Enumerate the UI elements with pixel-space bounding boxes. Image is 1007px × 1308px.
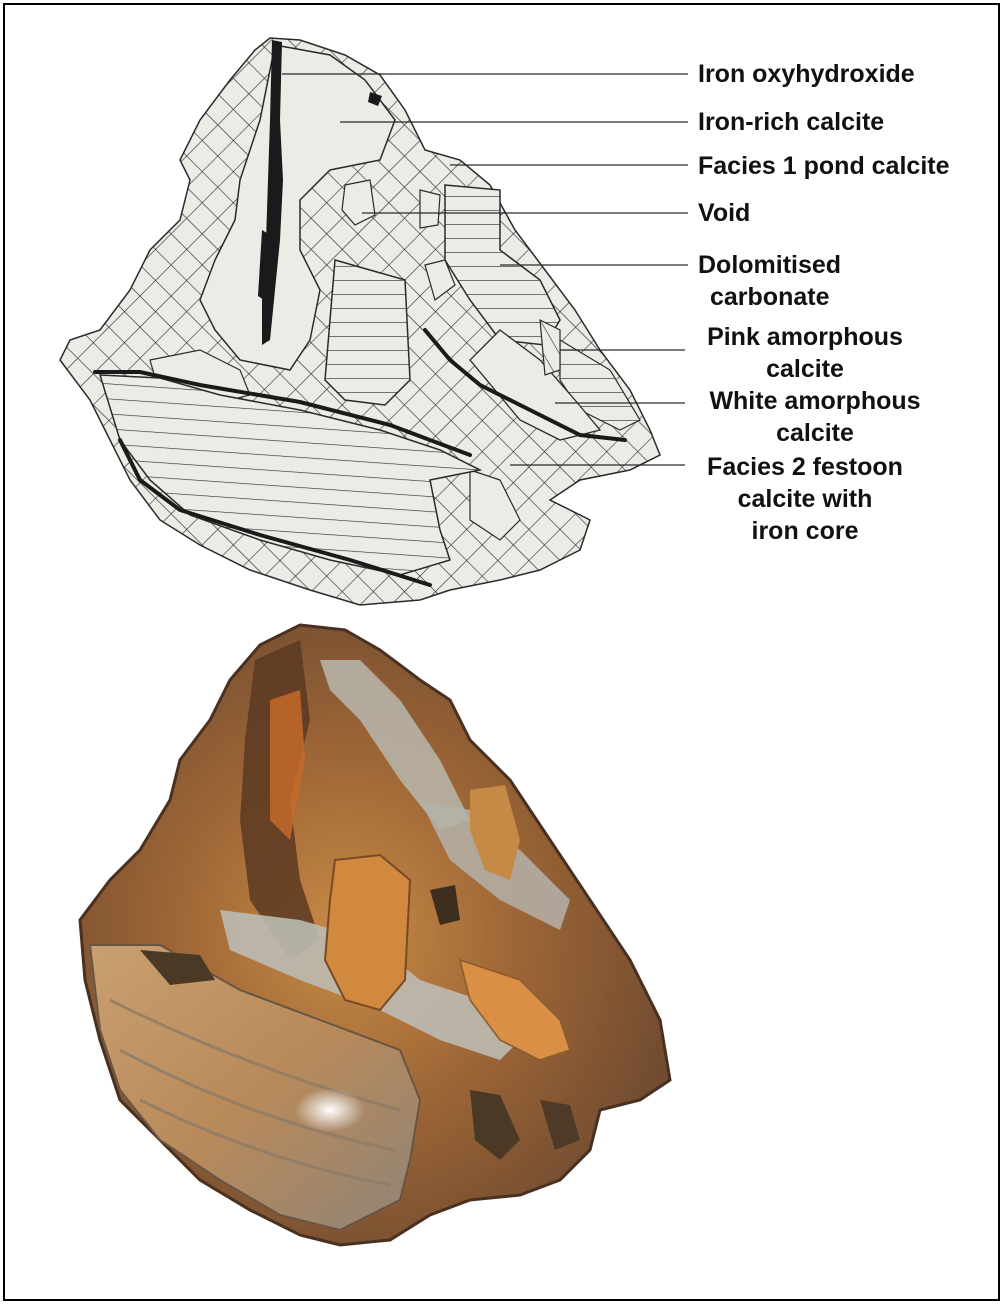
rock-orange-block-a: [325, 855, 410, 1010]
label-void: Void: [698, 197, 750, 229]
label-facies2-line2: calcite with: [690, 483, 920, 515]
label-dolomitised-line1: Dolomitised: [698, 249, 841, 281]
label-white-amorphous-line1: White amorphous: [690, 385, 940, 417]
label-facies2-line3: iron core: [690, 515, 920, 547]
pond-calcite-block-a: [325, 260, 410, 405]
label-pink-amorphous-line2: calcite: [690, 353, 920, 385]
rock-photograph: [80, 625, 670, 1245]
void-pocket-b: [420, 190, 440, 228]
label-dolomitised-line2: carbonate: [710, 281, 829, 313]
label-pink-amorphous-line1: Pink amorphous: [690, 321, 920, 353]
label-white-amorphous-line2: calcite: [690, 417, 940, 449]
label-facies2-line1: Facies 2 festoon: [690, 451, 920, 483]
label-iron-oxyhydroxide: Iron oxyhydroxide: [698, 58, 915, 90]
label-facies1-pond-calcite: Facies 1 pond calcite: [698, 150, 950, 182]
sketch-diagram: [60, 38, 688, 605]
rock-highlight: [295, 1088, 365, 1132]
label-iron-rich-calcite: Iron-rich calcite: [698, 106, 884, 138]
